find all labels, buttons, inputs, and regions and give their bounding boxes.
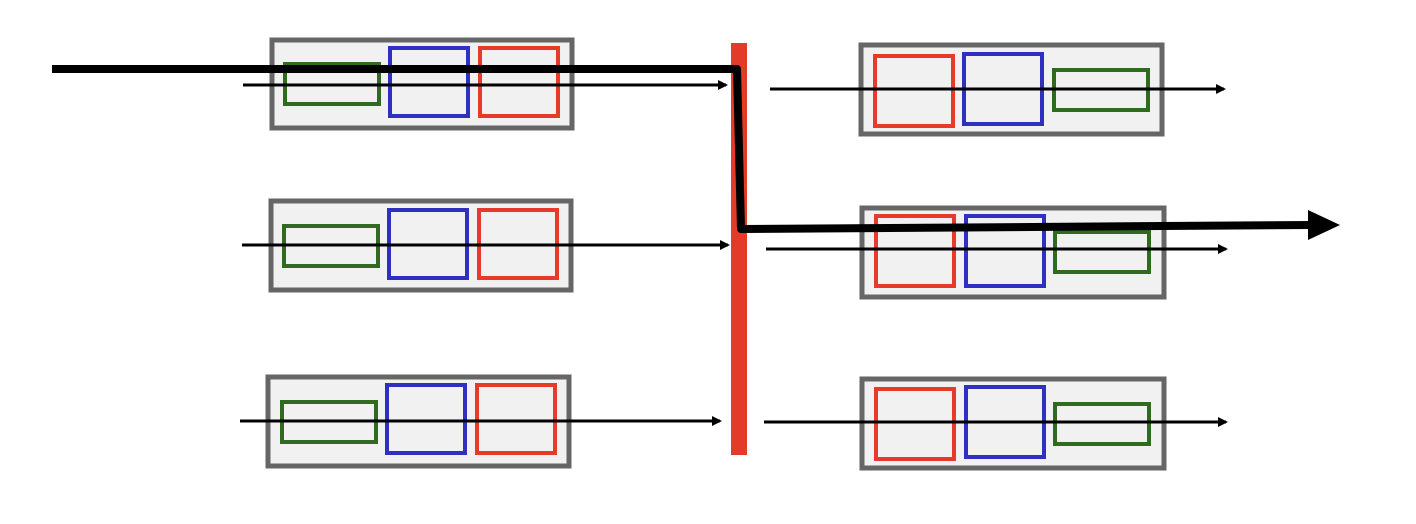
blue-block	[385, 383, 467, 455]
box-outline	[859, 205, 1167, 300]
red-block	[478, 46, 560, 118]
red-block	[475, 383, 557, 455]
green-block	[1053, 230, 1151, 274]
thick-path-arrow	[52, 65, 1313, 233]
thick-arrowhead	[1308, 210, 1340, 240]
red-block	[874, 387, 956, 461]
blue-block	[964, 214, 1046, 288]
right-box-2	[859, 205, 1167, 300]
red-block	[873, 54, 955, 128]
red-block	[874, 214, 956, 288]
blue-block	[388, 46, 470, 118]
green-block	[1053, 402, 1151, 446]
